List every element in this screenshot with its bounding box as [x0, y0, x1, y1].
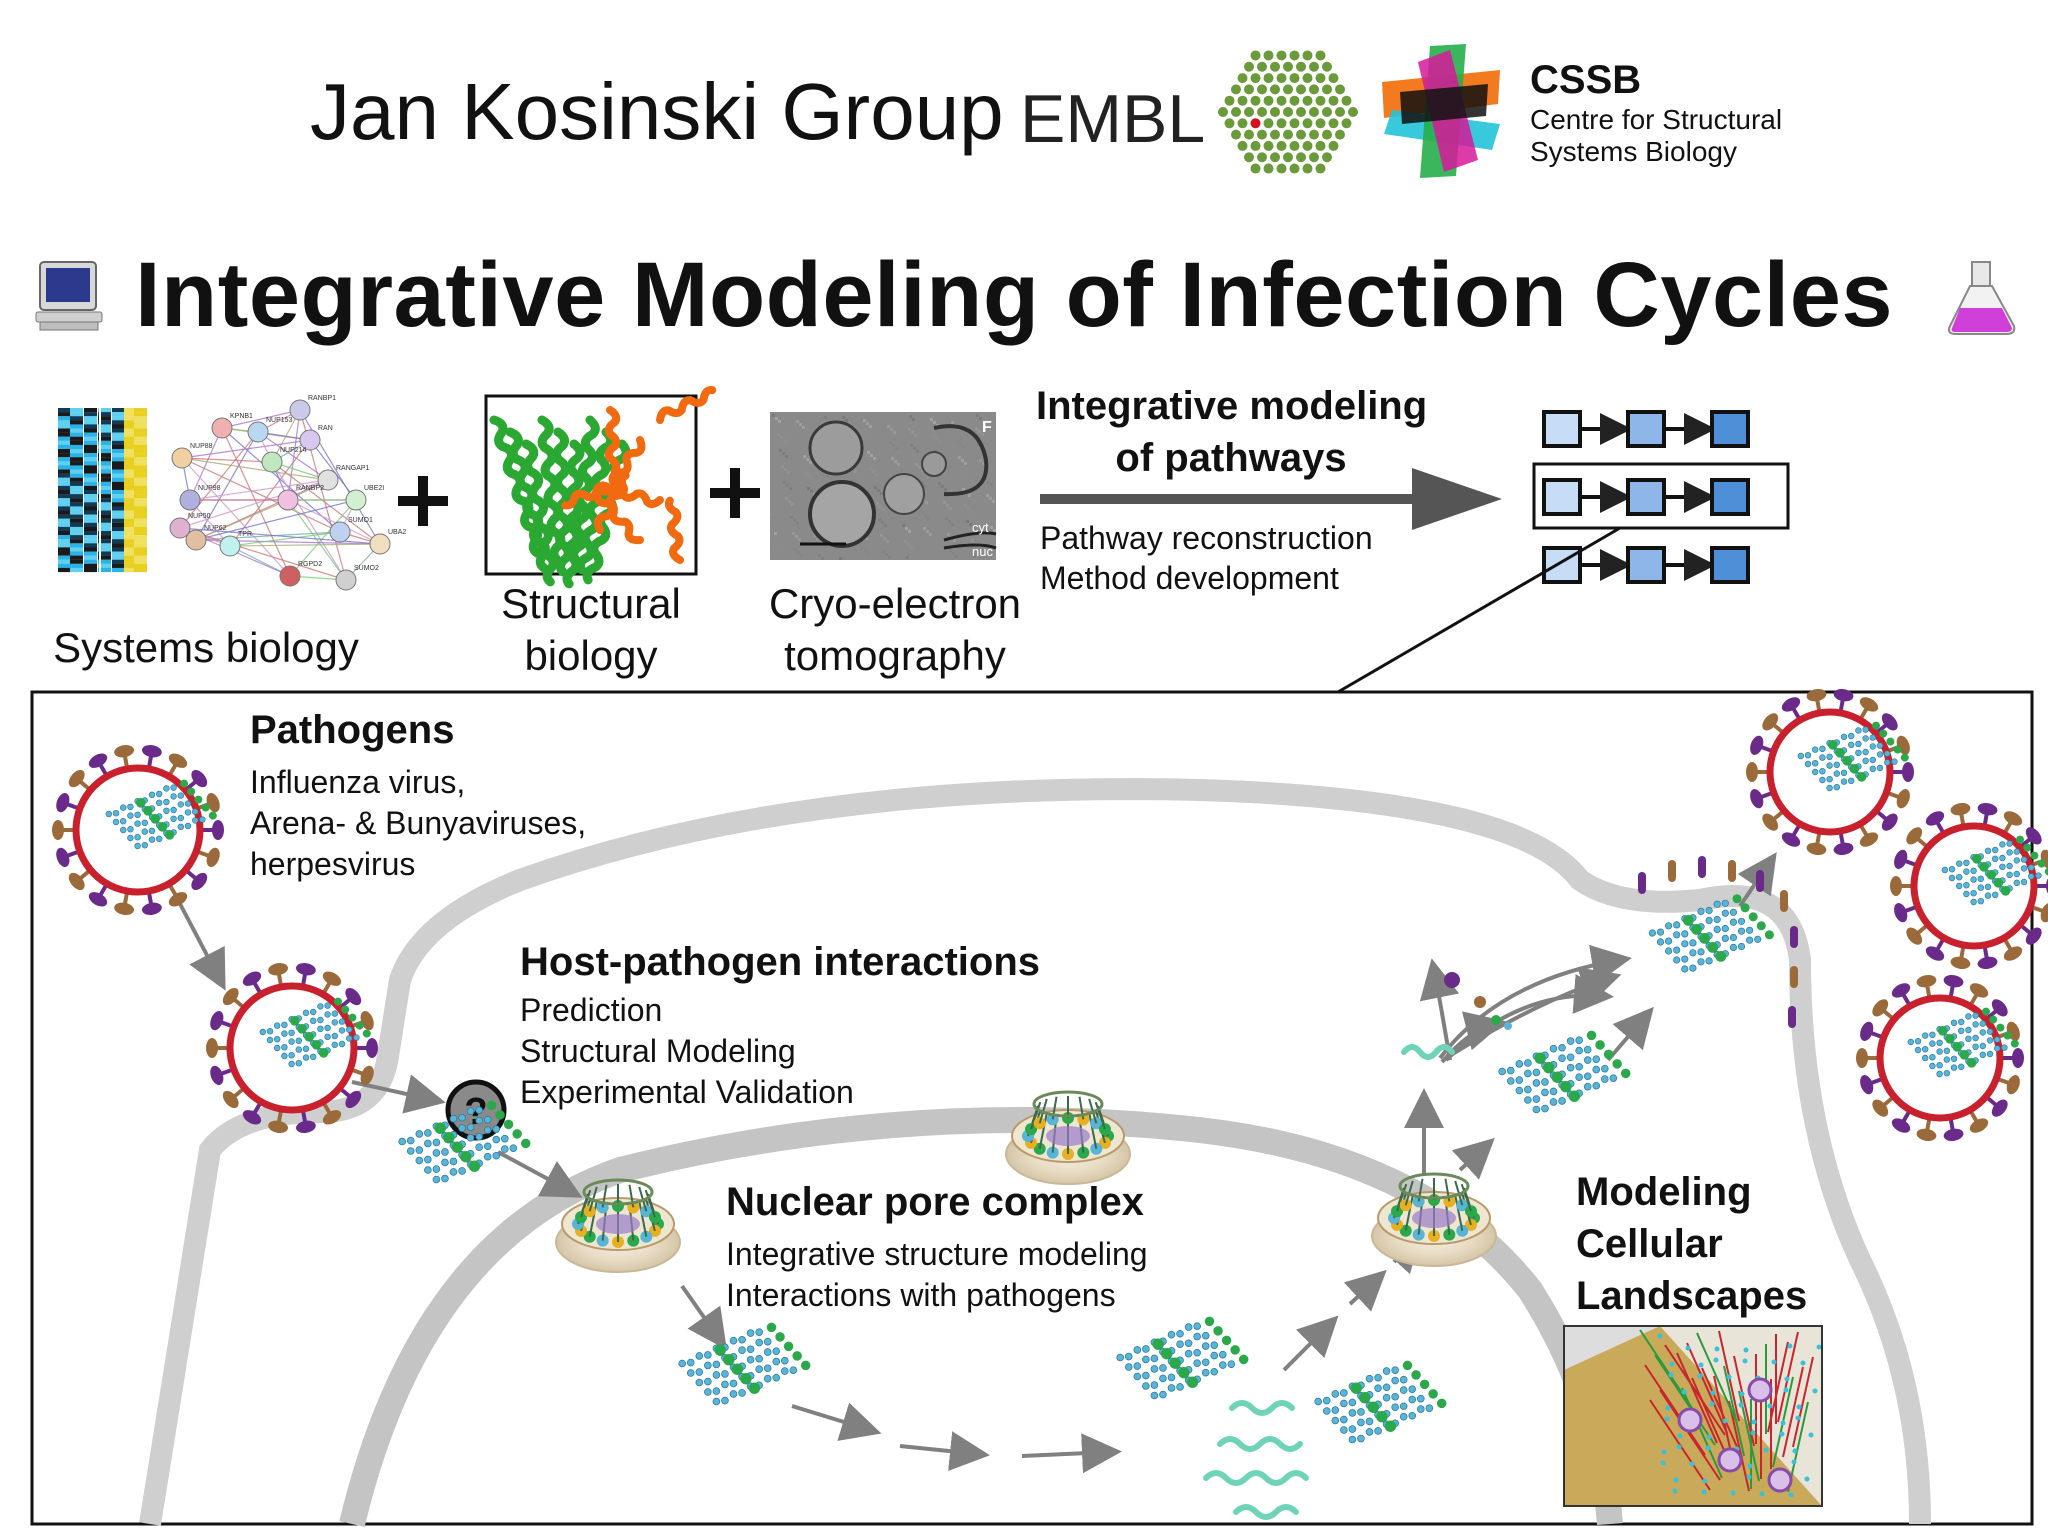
pathogens-line-2: Arena- & Bunyaviruses,: [250, 805, 587, 841]
cell-membrane: [139, 778, 1931, 1526]
virus-particle: [52, 745, 224, 915]
svg-text:RANGAP1: RANGAP1: [336, 465, 370, 472]
embl-logo-icon: [1218, 50, 1358, 174]
hpi-line-3: Experimental Validation: [520, 1074, 854, 1110]
svg-text:NUP214: NUP214: [280, 447, 307, 454]
virus-particle: [1746, 689, 1914, 855]
rnp-bundle: [1498, 1030, 1631, 1114]
structural-biology-label-line2: biology: [524, 632, 658, 679]
cssb-title: CSSB: [1530, 58, 1642, 102]
rnp-bundle: [1648, 894, 1774, 973]
rnp-bundle: [1314, 1360, 1447, 1444]
landscape-title-line1: Modeling: [1576, 1170, 1752, 1214]
pathogens-line-3: herpesvirus: [250, 846, 416, 882]
rnp-bundle: [1797, 721, 1909, 792]
svg-text:TPR: TPR: [238, 531, 252, 538]
micrograph-label-nuc: nuc: [972, 544, 993, 559]
npc-title: Nuclear pore complex: [726, 1180, 1144, 1224]
structural-biology-label-line1: Structural: [501, 580, 681, 627]
svg-text:NUP153: NUP153: [266, 417, 293, 424]
pathogens-line-1: Influenza virus,: [250, 764, 466, 800]
landscape-title-line2: Cellular: [1576, 1222, 1723, 1266]
mrna-strands: [1203, 1044, 1455, 1520]
cssb-subtitle-line1: Centre for Structural: [1530, 104, 1783, 135]
virus-particle: [1856, 975, 2024, 1141]
rnp-bundle: [1116, 1316, 1249, 1400]
pathway-heading-line1: Integrative modeling: [1036, 384, 1428, 428]
rnp-bundle: [398, 1100, 531, 1184]
hpi-line-2: Structural Modeling: [520, 1033, 796, 1069]
svg-text:RAN: RAN: [318, 425, 333, 432]
nuclear-pore-complex: [1005, 1090, 1131, 1185]
micrograph-label-cyt: cyt: [972, 520, 989, 535]
micrograph-label-f: F: [982, 419, 992, 436]
svg-text:SUMO2: SUMO2: [354, 565, 379, 572]
rnp-bundle: [105, 779, 217, 850]
pathway-sub-line2: Method development: [1040, 560, 1339, 596]
hpi-line-1: Prediction: [520, 992, 663, 1028]
viral-protein-fragments: [1444, 972, 1512, 1030]
svg-text:KPNB1: KPNB1: [230, 413, 253, 420]
plus-sign-1: [398, 476, 448, 526]
landscape-title-line3: Landscapes: [1576, 1274, 1808, 1318]
flask-icon: [1947, 261, 2016, 335]
pathway-sub-line1: Pathway reconstruction: [1040, 520, 1373, 556]
svg-text:UBE2I: UBE2I: [364, 485, 384, 492]
nuclear-pore-complex: [555, 1178, 681, 1273]
pathway-heading-line2: of pathways: [1115, 436, 1347, 480]
heatmap-image: [58, 408, 147, 612]
protein-structure-image: [484, 386, 717, 589]
plus-sign-2: [710, 468, 760, 518]
pathogens-title: Pathogens: [250, 708, 455, 752]
hpi-title: Host-pathogen interactions: [520, 940, 1041, 984]
svg-text:NUP98: NUP98: [198, 485, 221, 492]
svg-text:NUP62: NUP62: [204, 525, 227, 532]
rnp-bundle: [1907, 1007, 2019, 1078]
zoom-connector-line: [1337, 526, 1621, 694]
svg-text:RANBP2: RANBP2: [296, 485, 324, 492]
npc-line-2: Interactions with pathogens: [726, 1277, 1116, 1313]
pathway-highlight-frame: [1532, 462, 1790, 530]
page-title: Integrative Modeling of Infection Cycles: [135, 244, 1894, 346]
pathway-arrow: [1040, 468, 1502, 530]
svg-text:UBA2: UBA2: [388, 529, 406, 536]
cssb-logo-icon: [1382, 44, 1500, 178]
virus-particle: [1890, 803, 2048, 969]
membrane-spikes: [1638, 856, 1798, 1028]
nuclear-pore-complex: [1371, 1172, 1497, 1267]
svg-text:NUP50: NUP50: [188, 513, 211, 520]
svg-text:SUMO1: SUMO1: [348, 517, 373, 524]
cryo-et-micrograph-image: F cyt nuc: [770, 412, 997, 560]
cryo-label-line1: Cryo-electron: [768, 580, 1022, 627]
pathway-box-diagram: [1532, 410, 1790, 584]
cryo-label-line2: tomography: [784, 632, 1006, 679]
cellular-landscape-image: [1563, 1325, 1823, 1507]
infection-path-arrows: [176, 852, 1777, 1474]
rnp-bundle: [259, 997, 371, 1068]
svg-text:RGPD2: RGPD2: [298, 561, 322, 568]
embl-label: EMBL: [1020, 81, 1206, 157]
rnp-bundle: [1941, 835, 2048, 906]
npc-line-1: Integrative structure modeling: [726, 1236, 1148, 1272]
virus-particle: [206, 963, 378, 1133]
svg-text:RANBP1: RANBP1: [308, 395, 336, 402]
rnp-bundle: [678, 1322, 811, 1406]
systems-biology-label: Systems biology: [53, 624, 359, 671]
group-name: Jan Kosinski Group: [310, 67, 1004, 156]
cssb-subtitle-line2: Systems Biology: [1530, 136, 1737, 167]
svg-text:NUP88: NUP88: [190, 443, 213, 450]
computer-icon: [35, 261, 103, 331]
